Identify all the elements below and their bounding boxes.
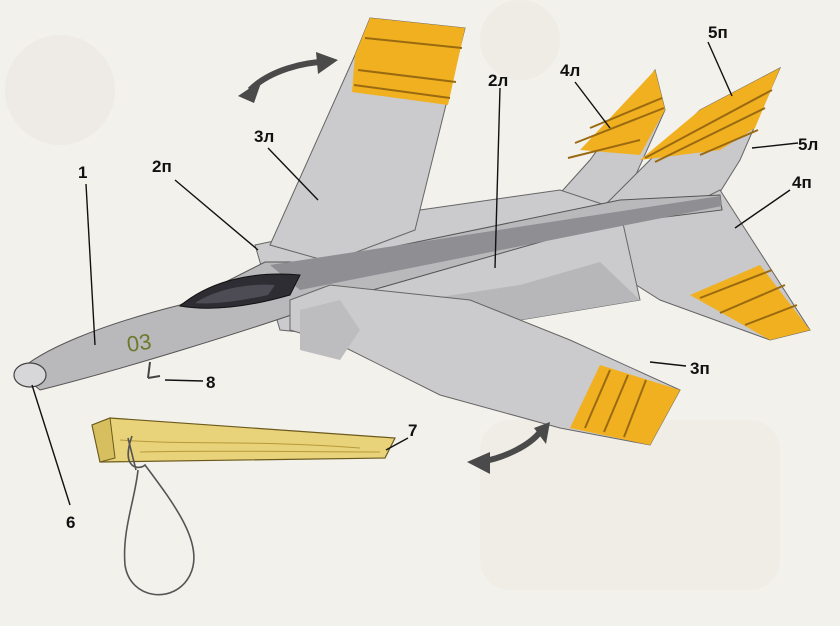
rotation-arrow-bottom xyxy=(467,422,550,474)
label-part-3p: 3п xyxy=(690,359,710,378)
label-part-3l: 3л xyxy=(254,127,274,146)
fuselage-marking: 03 xyxy=(125,329,153,357)
launch-stick-7 xyxy=(91,417,396,463)
right-wing-3p xyxy=(289,284,681,446)
tail-fin-5 xyxy=(598,66,782,216)
label-part-4p: 4п xyxy=(792,173,812,192)
label-part-1: 1 xyxy=(78,163,87,182)
leader-lines xyxy=(31,41,799,506)
label-part-5p: 5п xyxy=(708,23,728,42)
left-wing-3l xyxy=(269,17,466,263)
label-part-6: 6 xyxy=(66,513,75,532)
background-smudges xyxy=(5,0,780,590)
label-part-2l: 2л xyxy=(488,71,508,90)
right-stabilizer-4p xyxy=(589,189,811,341)
rotation-arrow-top xyxy=(238,52,338,103)
left-stabilizer-4l xyxy=(544,68,666,236)
label-part-5l: 5л xyxy=(798,135,818,154)
label-part-4l: 4л xyxy=(560,61,580,80)
label-part-7: 7 xyxy=(408,421,417,440)
string-loop xyxy=(123,435,195,596)
label-part-8: 8 xyxy=(206,373,215,392)
label-part-2p: 2п xyxy=(152,157,172,176)
